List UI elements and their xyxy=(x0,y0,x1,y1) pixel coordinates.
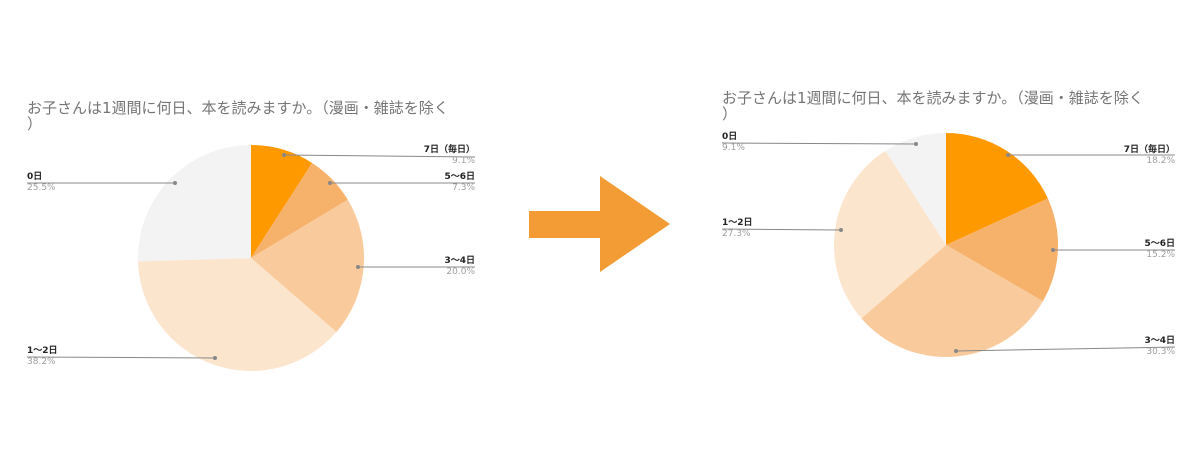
pie-slice xyxy=(946,133,1048,245)
pie-slices xyxy=(138,145,364,371)
pie-slice xyxy=(861,245,1043,357)
slice-label-daily: 7日（毎日）18.2% xyxy=(1123,145,1175,166)
pie-slice xyxy=(251,162,348,258)
title-line-1: お子さんは1週間に何日、本を読みますか。（漫画・雑誌を除く xyxy=(27,99,449,117)
slice-label-daily: 7日（毎日）9.1% xyxy=(423,145,475,166)
title-line-1: お子さんは1週間に何日、本を読みますか。（漫画・雑誌を除く xyxy=(722,89,1144,107)
leader-lines xyxy=(721,142,1176,353)
pie-slice xyxy=(251,145,313,258)
pie-chart-after: お子さんは1週間に何日、本を読みますか。（漫画・雑誌を除く ） 7日（毎日）18… xyxy=(700,0,1200,452)
pie-slice xyxy=(138,145,251,262)
pie-slices xyxy=(834,133,1058,357)
pie-svg xyxy=(26,145,476,371)
pie-slice xyxy=(251,199,364,332)
pie-svg xyxy=(721,133,1176,357)
pie-slice xyxy=(834,150,946,319)
title-line-2: ） xyxy=(722,105,738,123)
pie-slice xyxy=(138,258,337,371)
pie-slice xyxy=(946,198,1058,302)
pie-slice xyxy=(885,133,946,245)
chart-title: お子さんは1週間に何日、本を読みますか。（漫画・雑誌を除く ） xyxy=(27,100,449,132)
chart-title: お子さんは1週間に何日、本を読みますか。（漫画・雑誌を除く ） xyxy=(722,90,1144,122)
pie-chart-before: お子さんは1週間に何日、本を読みますか。（漫画・雑誌を除く ） 7日（毎日）9.… xyxy=(0,0,500,452)
title-line-2: ） xyxy=(27,115,43,133)
leader-lines xyxy=(26,153,476,360)
